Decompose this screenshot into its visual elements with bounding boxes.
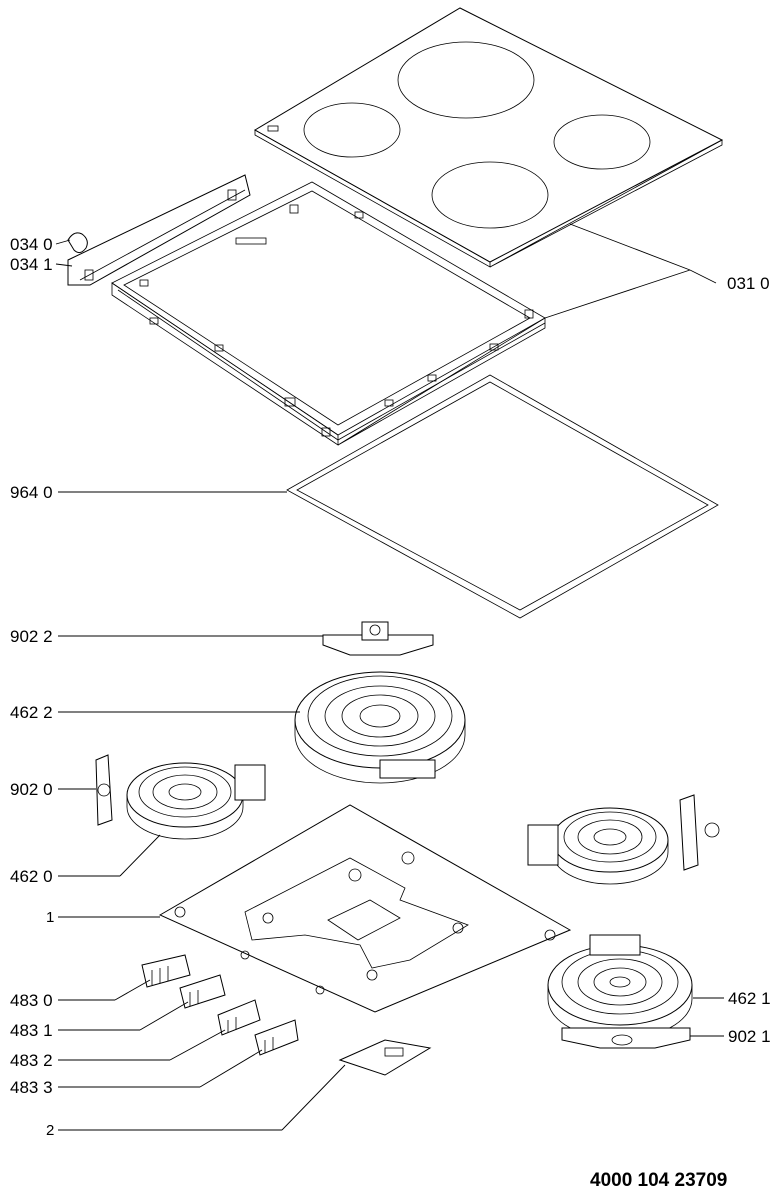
connector-block-3 <box>254 1019 299 1056</box>
label-902-0: 902 0 <box>10 780 53 799</box>
radiant-heater-bottom-right <box>547 934 693 1040</box>
hob-frame <box>111 181 546 446</box>
base-tray <box>158 804 572 1013</box>
element-bracket-bottom <box>561 1027 691 1049</box>
label-2: 2 <box>46 1122 54 1139</box>
cooking-zone-back-left <box>303 102 401 158</box>
radiant-heater-right <box>527 794 720 885</box>
element-bracket-top <box>322 621 434 656</box>
cooking-zone-front-left <box>431 161 549 229</box>
label-462-2: 462 2 <box>10 703 53 722</box>
sealing-gasket <box>286 374 719 619</box>
ceramic-glass-top <box>254 7 724 268</box>
label-483-0: 483 0 <box>10 991 53 1010</box>
label-1: 1 <box>46 909 54 926</box>
label-483-2: 483 2 <box>10 1051 53 1070</box>
label-483-3: 483 3 <box>10 1078 53 1097</box>
label-902-1: 902 1 <box>728 1027 771 1046</box>
cooking-zone-front-right <box>553 114 651 170</box>
label-034-1: 034 1 <box>10 255 53 274</box>
label-031-0: 031 0 <box>727 274 770 293</box>
clip <box>67 232 88 254</box>
label-462-1: 462 1 <box>728 989 771 1008</box>
document-number: 4000 104 23709 <box>590 1170 728 1191</box>
label-902-2: 902 2 <box>10 627 53 646</box>
connector-block-0 <box>141 954 191 988</box>
label-483-1: 483 1 <box>10 1021 53 1040</box>
connector-block-2 <box>217 999 261 1036</box>
cover-plate <box>338 1039 432 1076</box>
radiant-heater-large <box>294 671 466 784</box>
element-bracket-left <box>95 754 113 826</box>
label-462-0: 462 0 <box>10 867 53 886</box>
label-034-0: 034 0 <box>10 235 53 254</box>
radiant-heater-left <box>126 762 266 840</box>
connector-block-1 <box>179 974 226 1009</box>
leader-lines <box>55 223 724 1131</box>
cooking-zone-back-right <box>397 41 535 119</box>
label-964-0: 964 0 <box>10 483 53 502</box>
bracket-rail <box>67 174 251 286</box>
